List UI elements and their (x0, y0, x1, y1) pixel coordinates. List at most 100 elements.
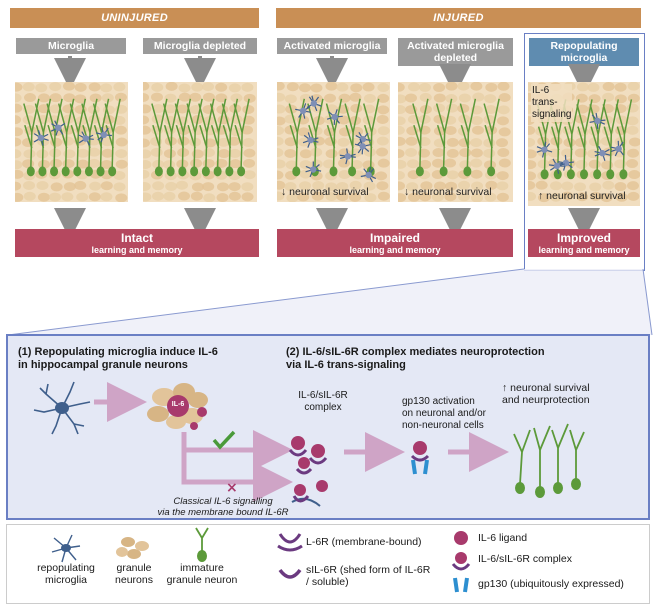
neuron-soma (415, 166, 424, 177)
label-line: (1) Repopulating microglia induce IL-6 (18, 346, 218, 358)
neuron-soma (237, 166, 246, 177)
neuron-soma (487, 166, 496, 177)
cross-icon: × (226, 480, 238, 496)
label-line: via IL-6 trans-signaling (286, 359, 406, 371)
neuron-soma (540, 169, 549, 180)
neuron-dendrite (289, 124, 299, 149)
arrow-up-icon: ↑ (502, 382, 511, 394)
label-line: on neuronal and/or (402, 408, 486, 419)
survival-note: ↑ neuronal survival (538, 190, 626, 202)
legend-granule-neurons: granule neurons (104, 562, 164, 586)
label-line: Repopulating (550, 40, 618, 52)
neuron-dendrite (491, 98, 500, 133)
microglia-cell (50, 120, 66, 136)
legend-l6r: L-6R (membrane-bound) (306, 536, 422, 548)
outcome-line: ↑ neuronal survival (502, 382, 590, 394)
microglia-cell (33, 130, 49, 146)
neuron-dendrite (159, 98, 168, 133)
step1-title: (1) Repopulating microglia induce IL-6 i… (18, 346, 218, 372)
result-subtitle: learning and memory (349, 245, 441, 255)
injured-header: INJURED (276, 8, 641, 28)
neuron-dendrite (70, 124, 80, 149)
label-line: granule (116, 562, 152, 574)
result-impaired: Impaired learning and memory (277, 229, 513, 257)
label-line: in hippocampal granule neurons (18, 359, 188, 371)
label-line: IL-6 (532, 85, 550, 96)
neuron-dendrite (370, 98, 380, 133)
microglia-cell (295, 103, 312, 119)
complex-label: IL-6/sIL-6R complex (288, 390, 358, 414)
neuron-dendrite (24, 124, 33, 149)
neuron-soma (213, 166, 222, 177)
neuron-dendrite (326, 124, 336, 149)
arrow-down-icon: ↓ (281, 186, 287, 198)
legend-il6-ligand: IL-6 ligand (478, 532, 528, 544)
neuron-soma (348, 166, 357, 177)
panel-label-repopulating-microglia: Repopulating microglia (529, 38, 639, 66)
neuron-dendrite (210, 124, 220, 149)
microglia-cell (536, 141, 553, 158)
tissue-panel-activated-microglia-depleted: ↓ neuronal survival (398, 82, 513, 202)
gp130-icon (453, 577, 469, 593)
neuron-dendrite (623, 99, 633, 135)
immature-granule-neuron-icon (195, 527, 209, 562)
classical-signalling-icon (291, 480, 328, 507)
microglia-cell (95, 126, 112, 143)
neuron-soma (178, 166, 187, 177)
label-line: non-neuronal cells (402, 420, 484, 431)
neuron-dendrite (47, 124, 56, 149)
neuron-dendrite (413, 124, 422, 149)
neuron-dendrite (222, 124, 232, 149)
neuron-dendrite (100, 98, 110, 133)
microglia-cell (548, 158, 565, 174)
microglia-cell (326, 109, 343, 125)
neuron-soma (463, 166, 472, 177)
neuron-soma (292, 166, 301, 177)
neuron-soma (73, 166, 82, 177)
neuron-soma (96, 166, 105, 177)
neuron-soma (190, 166, 199, 177)
neuron-dendrite (345, 124, 354, 149)
result-title: Impaired (369, 231, 420, 245)
neuron-soma (566, 169, 575, 180)
neuron-soma (329, 166, 338, 177)
microglia-icon (51, 534, 81, 563)
neuron-dendrite (590, 126, 599, 151)
legend-gp130: gp130 (ubiquitously expressed) (478, 578, 624, 590)
neuron-dendrite (31, 98, 40, 133)
neuron-soma (26, 166, 35, 177)
label-line: / soluble) (306, 576, 349, 588)
neuron-dendrite (199, 124, 208, 149)
label-line: neuronal survival (510, 382, 590, 394)
neuron-dendrite (65, 98, 75, 133)
label-line: Classical IL-6 signalling (173, 496, 273, 507)
survival-note: ↓ neuronal survival (404, 186, 492, 198)
granule-neurons-icon (116, 537, 149, 559)
neuron-dendrite (443, 98, 453, 133)
panel-label-activated-microglia: Activated microglia (277, 38, 387, 54)
neuron-soma (225, 166, 234, 177)
tissue-panel-activated-microglia: ↓ neuronal survival (277, 82, 390, 202)
neuron-dendrite (170, 98, 180, 133)
neuron-soma (38, 166, 47, 177)
result-intact: Intact learning and memory (15, 229, 259, 257)
neuron-dendrite (175, 124, 185, 149)
neuron-dendrite (42, 98, 52, 133)
neuron-dendrite (217, 98, 227, 133)
neuron-dendrite (89, 98, 98, 133)
tissue-illustration (398, 82, 511, 202)
neuron-dendrite (420, 98, 429, 133)
soluble-il6r-icon (278, 568, 302, 579)
neuron-dendrite (602, 104, 613, 172)
gp130-activation-label: gp130 activation on neuronal and/or non-… (402, 396, 486, 432)
tissue-illustration (15, 82, 128, 202)
label-line: via the membrane bound IL-6R (157, 507, 289, 518)
tissue-illustration (143, 82, 256, 202)
check-icon (212, 430, 236, 450)
neuron-soma (84, 166, 93, 177)
tissue-panel-microglia-depleted (143, 82, 257, 202)
gp130-icon (410, 441, 430, 475)
neuron-dendrite (484, 124, 493, 149)
neuron-dendrite (93, 124, 103, 149)
membrane-il6r-icon (277, 533, 303, 552)
